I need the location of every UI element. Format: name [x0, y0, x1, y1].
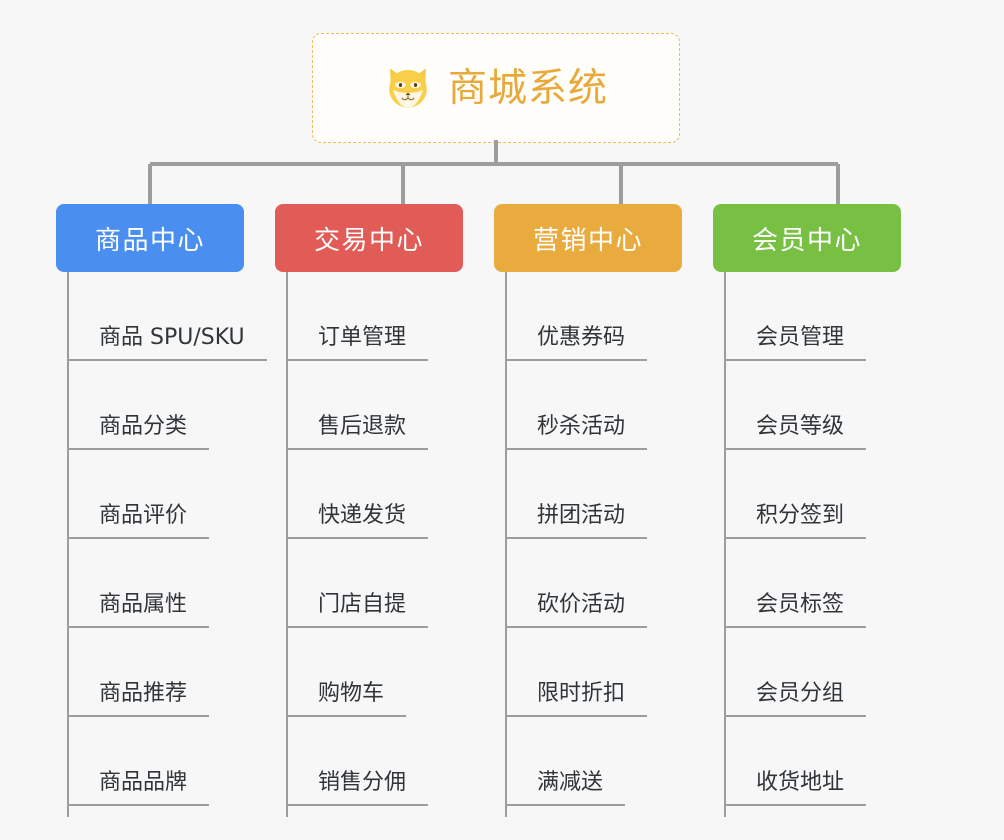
leaf-label: 会员管理	[726, 323, 867, 361]
list-item[interactable]: 会员分组	[726, 628, 932, 717]
leaf-label: 积分签到	[726, 501, 867, 539]
list-item[interactable]: 商品推荐	[69, 628, 275, 717]
leaf-list-member: 会员管理 会员等级 积分签到 会员标签 会员分组 收货地址	[726, 272, 932, 806]
leaf-list-marketing: 优惠券码 秒杀活动 拼团活动 砍价活动 限时折扣 满减送	[507, 272, 713, 806]
leaf-label: 售后退款	[288, 412, 429, 450]
list-item[interactable]: 商品品牌	[69, 717, 275, 806]
leaf-label: 会员等级	[726, 412, 867, 450]
list-item[interactable]: 会员管理	[726, 272, 932, 361]
column-rail	[67, 272, 69, 817]
category-box-marketing[interactable]: 营销中心	[494, 204, 682, 272]
leaf-label: 会员分组	[726, 679, 867, 717]
list-item[interactable]: 会员标签	[726, 539, 932, 628]
leaf-label: 拼团活动	[507, 501, 648, 539]
leaf-label: 门店自提	[288, 590, 429, 628]
leaf-label: 商品品牌	[69, 768, 210, 806]
category-column-member: 会员中心 会员管理 会员等级 积分签到 会员标签 会员分组 收货地址	[713, 204, 932, 840]
list-item[interactable]: 秒杀活动	[507, 361, 713, 450]
list-item[interactable]: 销售分佣	[288, 717, 494, 806]
category-column-product: 商品中心 商品 SPU/SKU 商品分类 商品评价 商品属性 商品推荐 商品品牌	[56, 204, 275, 840]
list-item[interactable]: 优惠券码	[507, 272, 713, 361]
root-title: 商城系统	[447, 65, 608, 111]
list-item[interactable]: 积分签到	[726, 450, 932, 539]
leaf-label: 限时折扣	[507, 679, 648, 717]
list-item[interactable]: 限时折扣	[507, 628, 713, 717]
leaf-label: 优惠券码	[507, 323, 648, 361]
list-item[interactable]: 商品评价	[69, 450, 275, 539]
category-box-trade[interactable]: 交易中心	[275, 204, 463, 272]
list-item[interactable]: 门店自提	[288, 539, 494, 628]
leaf-list-trade: 订单管理 售后退款 快递发货 门店自提 购物车 销售分佣	[288, 272, 494, 806]
list-item[interactable]: 拼团活动	[507, 450, 713, 539]
leaf-label: 会员标签	[726, 590, 867, 628]
category-columns: 商品中心 商品 SPU/SKU 商品分类 商品评价 商品属性 商品推荐 商品品牌…	[0, 204, 1004, 840]
column-rail	[505, 272, 507, 817]
leaf-list-product: 商品 SPU/SKU 商品分类 商品评价 商品属性 商品推荐 商品品牌	[69, 272, 275, 806]
list-item[interactable]: 快递发货	[288, 450, 494, 539]
list-item[interactable]: 商品属性	[69, 539, 275, 628]
leaf-label: 快递发货	[288, 501, 429, 539]
leaf-label: 购物车	[288, 679, 407, 717]
leaf-label: 满减送	[507, 768, 626, 806]
list-item[interactable]: 满减送	[507, 717, 713, 806]
leaf-label: 商品属性	[69, 590, 210, 628]
leaf-label: 商品推荐	[69, 679, 210, 717]
leaf-label: 砍价活动	[507, 590, 648, 628]
category-box-member[interactable]: 会员中心	[713, 204, 901, 272]
leaf-label: 商品 SPU/SKU	[69, 323, 267, 361]
list-item[interactable]: 砍价活动	[507, 539, 713, 628]
column-rail	[286, 272, 288, 817]
leaf-label: 秒杀活动	[507, 412, 648, 450]
category-column-marketing: 营销中心 优惠券码 秒杀活动 拼团活动 砍价活动 限时折扣 满减送	[494, 204, 713, 840]
list-item[interactable]: 购物车	[288, 628, 494, 717]
list-item[interactable]: 会员等级	[726, 361, 932, 450]
list-item[interactable]: 收货地址	[726, 717, 932, 806]
list-item[interactable]: 商品分类	[69, 361, 275, 450]
category-column-trade: 交易中心 订单管理 售后退款 快递发货 门店自提 购物车 销售分佣	[275, 204, 494, 840]
leaf-label: 收货地址	[726, 768, 867, 806]
list-item[interactable]: 售后退款	[288, 361, 494, 450]
leaf-label: 商品评价	[69, 501, 210, 539]
root-node[interactable]: 商城系统	[312, 33, 680, 143]
column-rail	[724, 272, 726, 817]
category-box-product[interactable]: 商品中心	[56, 204, 244, 272]
list-item[interactable]: 订单管理	[288, 272, 494, 361]
leaf-label: 销售分佣	[288, 768, 429, 806]
leaf-label: 订单管理	[288, 323, 429, 361]
root-to-category-connectors	[148, 140, 840, 210]
shiba-dog-face-icon	[389, 68, 427, 108]
leaf-label: 商品分类	[69, 412, 210, 450]
list-item[interactable]: 商品 SPU/SKU	[69, 272, 275, 361]
